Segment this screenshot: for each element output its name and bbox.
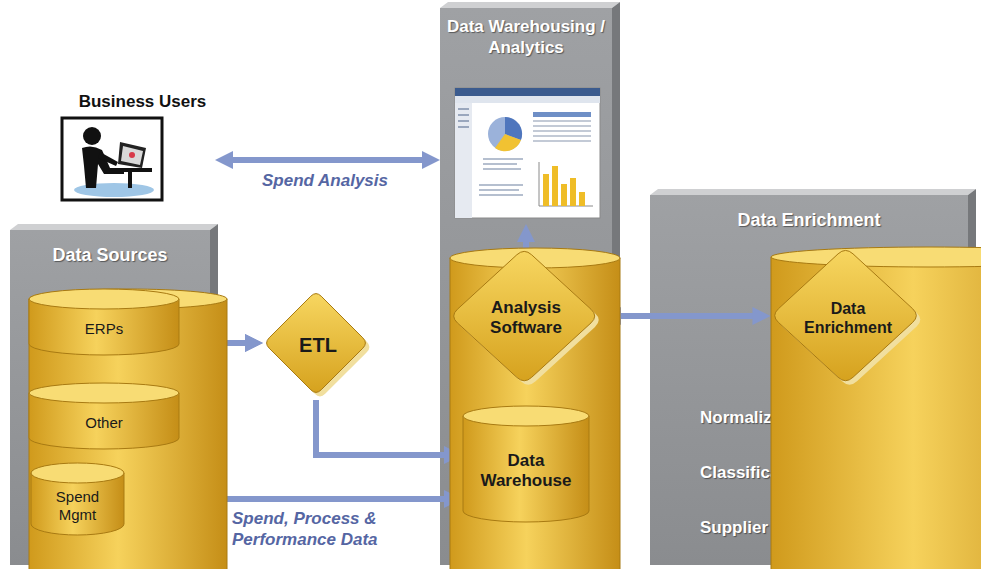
sources-panel: Data SourcesERPsOtherSpend Mgmt [10,230,210,565]
cylinder-top [29,383,179,403]
node-label: Other [85,414,123,432]
cylinder-top [463,406,589,426]
process-diamond [770,246,925,389]
edge-label: Spend, Process & Performance Data [232,508,422,550]
node-label: ERPs [85,320,123,338]
edge-label-box: Spend, Process & Performance Data [232,508,422,550]
user-icon [62,118,162,200]
node-label: Data Enrichment [801,299,895,337]
cylinder-body [29,299,227,569]
panel-heading: Data Sources [15,244,205,266]
analysis-diamond: Analysis Software [449,247,603,389]
panel-top-bevel [10,224,218,230]
dashboard-screenshot [455,88,600,218]
panel-heading: Data Warehousing / Analytics [444,16,608,58]
cylinder-top [31,463,124,483]
node-label: Analysis Software [480,298,571,338]
panel-top-bevel [650,189,976,195]
cylinder-top [29,289,227,309]
enrichment-panel: Data EnrichmentNormalizationClassificati… [650,195,968,565]
user-actor: Business Users [70,92,215,204]
diamond-face [453,251,594,380]
enrichment-diamond: Data Enrichment [770,246,925,389]
cylinder-top [771,247,981,267]
cylinder-top [29,289,179,309]
cylinder-body [463,416,589,522]
diamond-face [267,294,366,393]
node-label: Business Users [70,92,215,112]
etl-diamond: ETL [263,290,373,400]
diamond-face [775,251,917,381]
analytics-panel: Data Warehousing / AnalyticsAnalysis Sof… [440,8,612,565]
edge-label-box: Spend Analysis [220,170,430,191]
source-cylinder: ERPs [28,288,180,356]
node-label: ETL [299,333,337,357]
source-cylinder: Other [28,382,180,450]
panel-top-bevel [440,2,620,8]
warehouse-cylinder: Data Warehouse [462,405,590,523]
source-cylinder: Spend Mgmt [30,462,125,536]
panel-heading: Data Enrichment [655,209,963,231]
flow-arrow [231,157,424,163]
edge-label: Spend Analysis [220,170,430,191]
node-label: Data Warehouse [470,451,582,491]
node-label: Spend Mgmt [38,488,117,524]
flow-arrow [619,313,754,319]
flow-arrow [316,400,446,455]
